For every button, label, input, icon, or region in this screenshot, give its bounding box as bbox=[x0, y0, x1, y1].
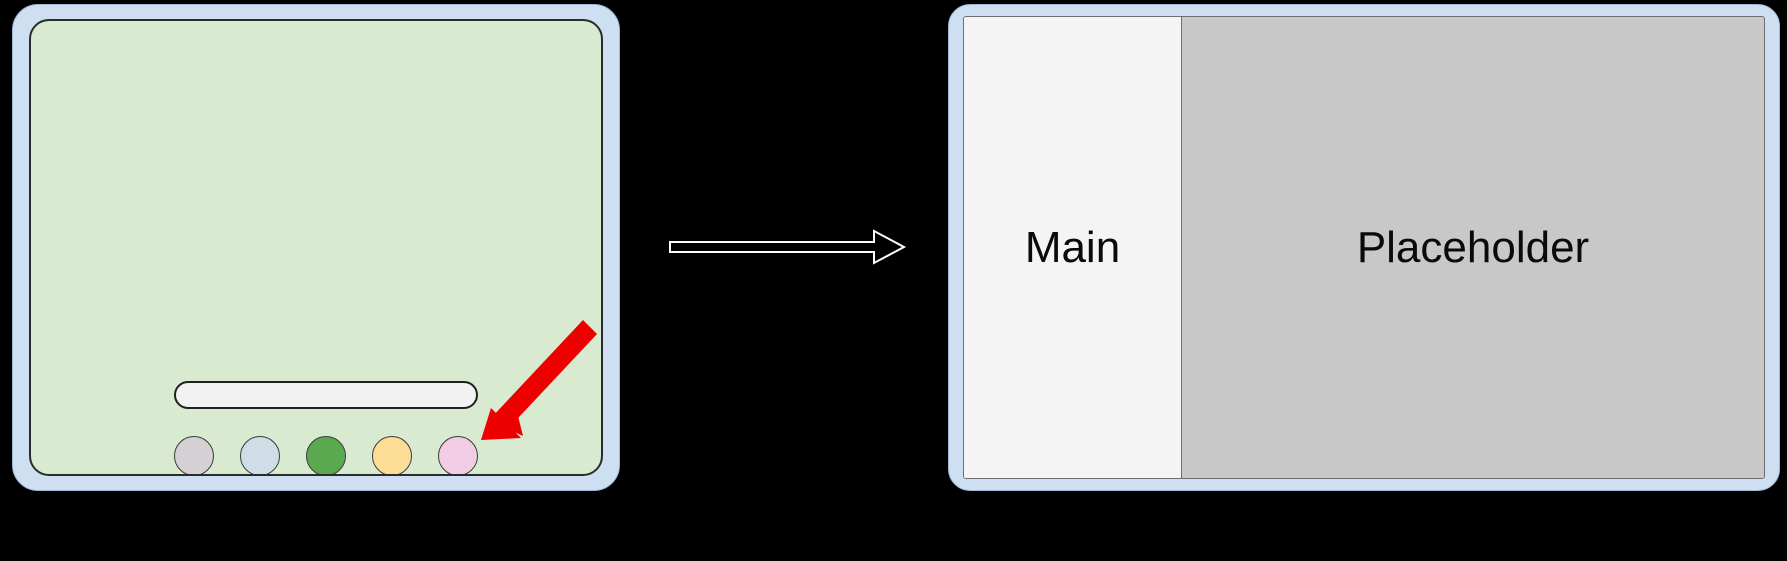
app-icon-1[interactable] bbox=[174, 436, 214, 474]
search-input[interactable] bbox=[174, 381, 478, 409]
split-pane-main[interactable]: Main bbox=[964, 17, 1182, 478]
device-screen-before bbox=[29, 19, 603, 476]
device-frame-before bbox=[12, 4, 620, 491]
split-pane-placeholder[interactable]: Placeholder bbox=[1182, 17, 1764, 478]
dock bbox=[174, 431, 478, 474]
split-pane-main-label: Main bbox=[1024, 222, 1121, 272]
split-pane-placeholder-label: Placeholder bbox=[1356, 222, 1590, 272]
app-icon-5[interactable] bbox=[438, 436, 478, 474]
app-icon-2[interactable] bbox=[240, 436, 280, 474]
app-icon-4[interactable] bbox=[372, 436, 412, 474]
device-screen-after: Main Placeholder bbox=[963, 16, 1765, 479]
device-frame-after: Main Placeholder bbox=[948, 4, 1780, 491]
red-arrow-icon bbox=[481, 320, 597, 440]
right-arrow-icon bbox=[669, 229, 907, 265]
app-icon-3[interactable] bbox=[306, 436, 346, 474]
